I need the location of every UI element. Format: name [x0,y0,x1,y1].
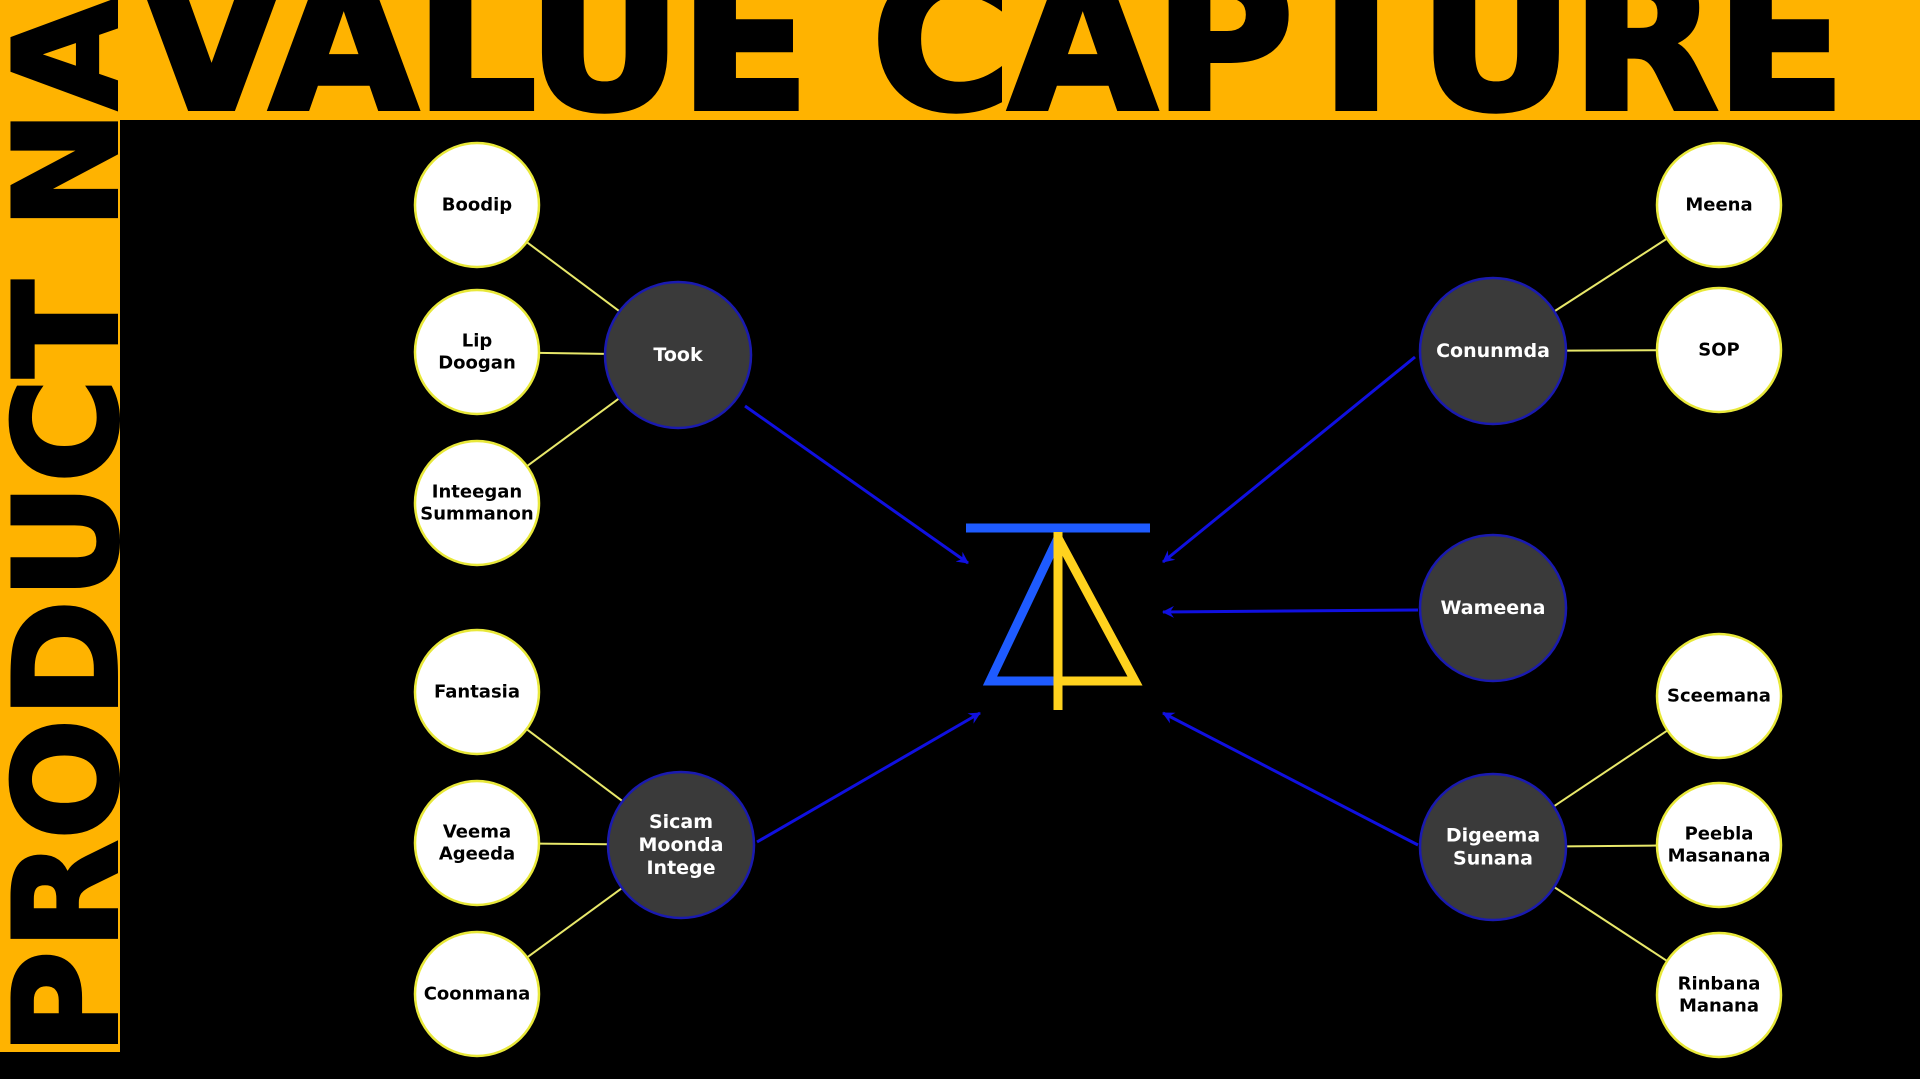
leaf-label: Lip [462,331,493,352]
leaf-circle [1655,632,1783,760]
leaf-label: Doogan [438,352,516,373]
leaf-node: Meena [1655,141,1783,269]
leaf-node: SOP [1655,286,1783,414]
leaf-node: Coonmana [413,930,541,1058]
leaf-node: Sceemana [1655,632,1783,760]
leaf-label: SOP [1698,340,1739,361]
leaf-label: Rinbana [1678,974,1761,995]
leaf-label: Meena [1685,195,1752,216]
hub-circle [1418,276,1568,426]
leaf-circle [413,288,541,416]
connector-lines [525,237,1669,962]
balance-triangle-logo-icon [966,523,1150,710]
leaf-node: Fantasia [413,628,541,756]
connector-line [538,842,609,846]
flow-arrows [744,355,1419,847]
leaf-label: Veema [443,822,511,843]
leaf-label: Boodip [442,195,513,216]
hub-label: Conunmda [1436,340,1550,362]
leaf-label: Manana [1679,995,1759,1016]
connector-line [1565,844,1658,848]
leaf-label: Summanon [420,503,533,524]
leaf-circle [413,628,541,756]
hub-label: Digeema [1446,825,1540,847]
hub-circle [606,770,756,920]
hub-circle [1418,772,1568,922]
arrow-conunmda-to-center [1162,355,1416,564]
arrow-wameena-to-center [1162,605,1419,618]
hub-label: Wameena [1440,597,1545,619]
hub-label: Intege [646,857,715,879]
title-banner: VALUE CAPTURE [0,0,1920,120]
hub-circle [603,280,753,430]
connector-line [526,241,621,313]
leaf-node: Boodip [413,141,541,269]
leaf-label: Sceemana [1667,686,1771,707]
hub-node-took: Took [603,280,753,430]
hub-label: Took [653,344,703,366]
leaf-circle [413,930,541,1058]
leaf-label: Peebla [1685,824,1754,845]
connector-line [1553,237,1668,313]
arrow-digeema-to-center [1162,711,1419,847]
hub-label: Sicam [649,811,713,833]
leaf-circle [1655,286,1783,414]
leaf-circle [1655,781,1783,909]
logo-yellow-triangle [1054,535,1143,686]
hub-circle [1418,533,1568,683]
hub-node-conunmda: Conunmda [1418,276,1568,426]
diagram-nodes: Took BoodipLipDooganInteeganSummanonSicam… [413,141,1783,1059]
leaf-label: Masanana [1668,845,1771,866]
hub-node-wameena: Wameena [1418,533,1568,683]
leaf-label: Fantasia [434,682,520,703]
connector-line [538,351,606,355]
hub-label: Moonda [639,834,724,856]
leaf-circle [413,779,541,907]
connector-line [1553,729,1669,808]
slide-title: VALUE CAPTURE [135,0,1848,120]
leaf-circle [1655,141,1783,269]
connector-line [525,728,624,803]
hub-label: Sunana [1453,847,1533,869]
side-banner: PRODUCT NAME [0,0,120,1052]
leaf-circle [1655,931,1783,1059]
connector-line [526,397,620,468]
logo-blue-triangle [982,536,1068,686]
connector-line [1553,886,1668,962]
connector-line [526,887,623,959]
leaf-label: Inteegan [432,482,522,503]
leaf-label: Coonmana [424,984,531,1005]
arrow-took-to-center [744,404,969,565]
leaf-label: Ageeda [439,843,515,864]
leaf-circle [413,141,541,269]
arrow-sicam-to-center [756,711,981,844]
leaf-circle [413,439,541,567]
